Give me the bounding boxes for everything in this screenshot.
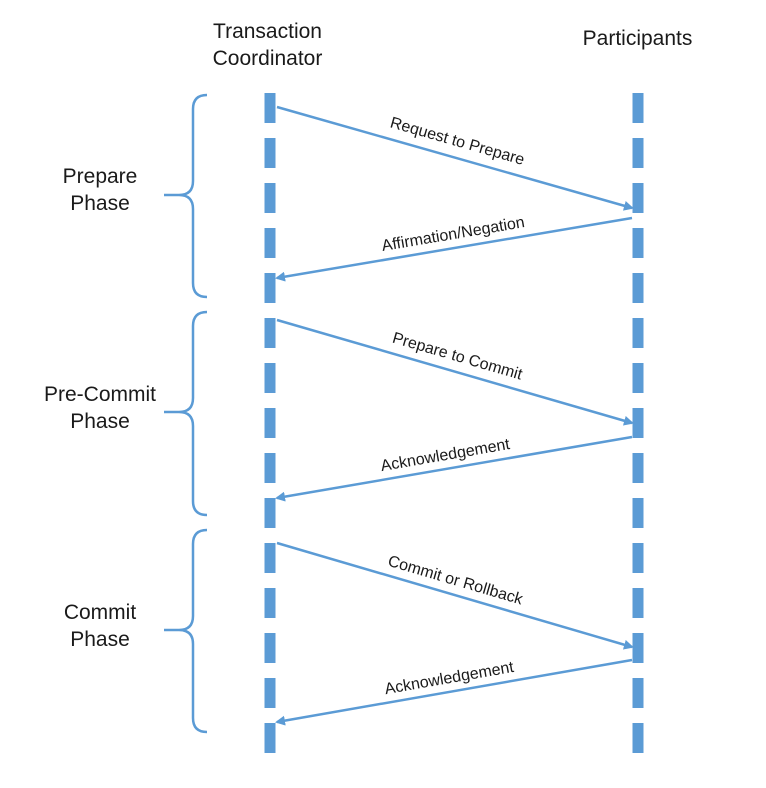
phase-label-prepare-line2: Phase <box>70 192 130 216</box>
brace-commit-phase <box>164 528 208 734</box>
phase-label-precommit-line1: Pre-Commit <box>43 383 156 406</box>
phase-label-commit-line2: Phase <box>70 628 130 652</box>
message-arrow-acknowledgement-2 <box>275 658 633 726</box>
coordinator-header: Transaction Coordinator <box>190 18 345 73</box>
participants-header: Participants <box>582 27 693 50</box>
message-label-request-to-prepare: Request to Prepare <box>388 114 526 168</box>
coordinator-header-line2: Coordinator <box>212 47 323 71</box>
coordinator-header-line1: Transaction <box>213 20 322 43</box>
message-arrow-prepare-to-commit <box>276 318 634 426</box>
brace-prepare-phase <box>164 93 208 299</box>
brace-precommit-phase <box>164 310 208 517</box>
message-arrow-affirmation-negation <box>275 216 633 282</box>
phase-label-prepare: Prepare Phase <box>40 163 160 218</box>
message-label-prepare-to-commit: Prepare to Commit <box>390 330 524 384</box>
phase-label-precommit: Pre-Commit Phase <box>25 381 175 436</box>
message-arrow-commit-or-rollback <box>276 541 634 650</box>
phase-label-commit: Commit Phase <box>40 599 160 654</box>
phase-label-prepare-line1: Prepare <box>62 165 138 188</box>
phase-label-commit-line1: Commit <box>63 601 137 624</box>
message-arrow-request-to-prepare <box>276 105 634 211</box>
phase-label-precommit-line2: Phase <box>70 410 130 434</box>
message-arrow-acknowledgement-1 <box>275 435 633 502</box>
